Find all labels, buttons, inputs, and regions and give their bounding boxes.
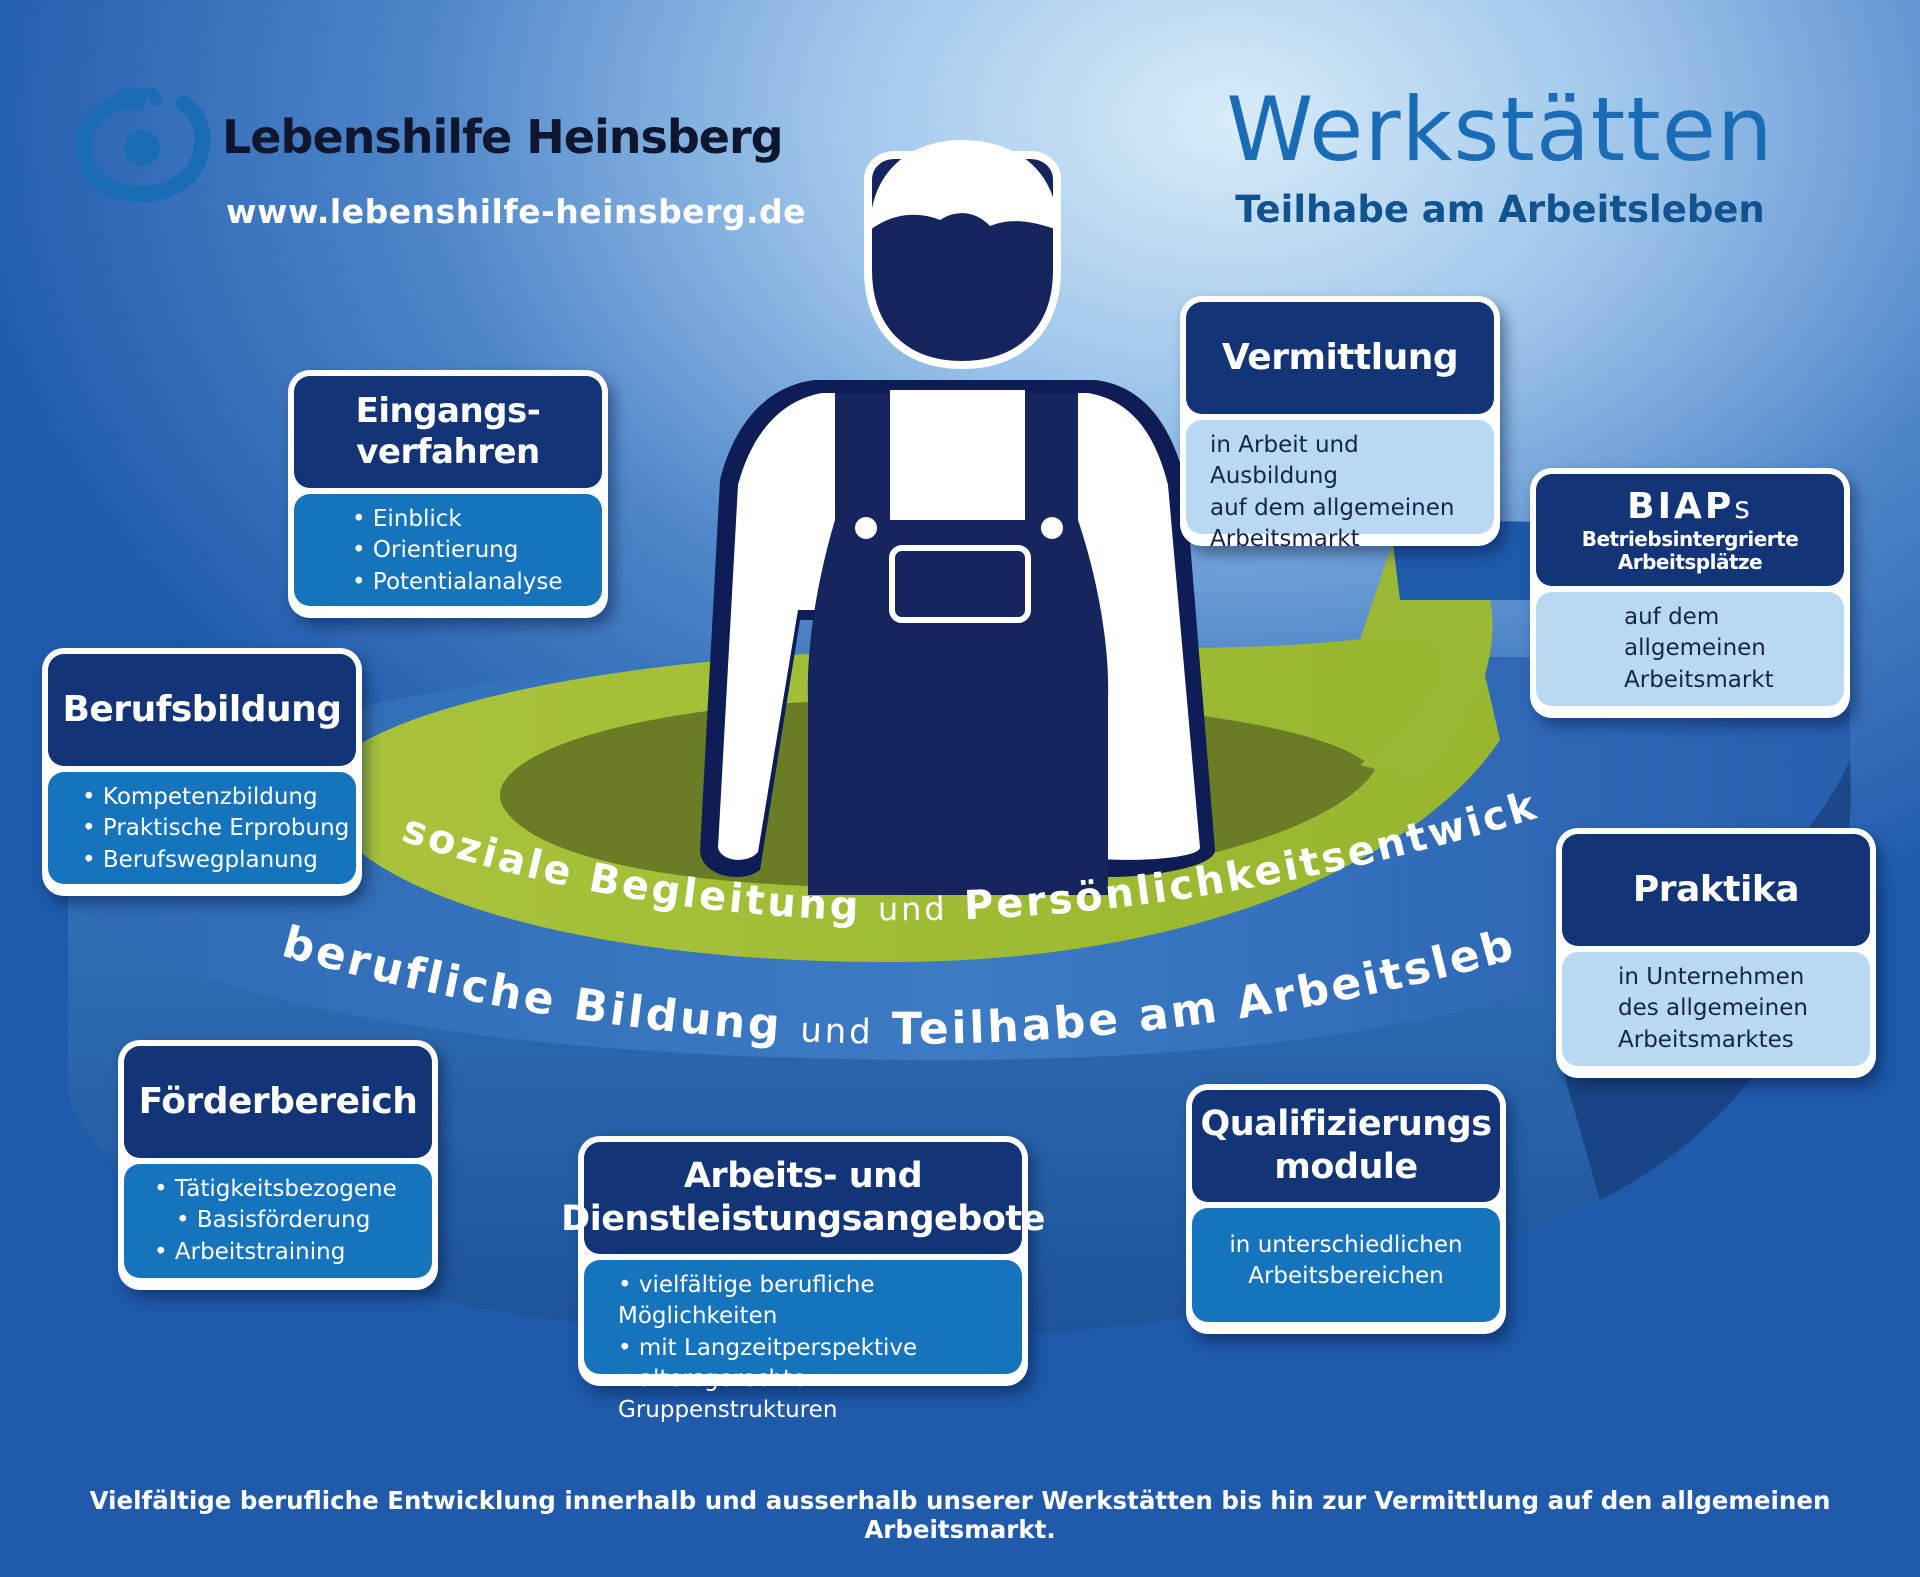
card-title-line: Arbeits- und — [683, 1156, 923, 1197]
card-praktika: Praktika in Unternehmen des allgemeinen … — [1556, 828, 1876, 1078]
page-subtitle: Teilhabe am Arbeitsleben — [1235, 188, 1765, 231]
card-title-line: module — [1274, 1147, 1418, 1187]
card-biaps: BIAPs Betriebsintergrierte Arbeitsplätze… — [1530, 468, 1850, 718]
card-text-line: in unterschiedlichen — [1229, 1232, 1463, 1258]
list-item: vielfältige berufliche Möglichkeiten — [618, 1270, 1022, 1333]
card-text-line: des allgemeinen — [1618, 995, 1808, 1022]
lebenshilfe-logo-icon — [76, 88, 211, 203]
card-body: in unterschiedlichen Arbeitsbereichen — [1192, 1208, 1500, 1322]
list-item: Basisförderung — [154, 1205, 432, 1236]
card-title: Förderbereich — [124, 1046, 432, 1158]
footer-text: Vielfältige berufliche Entwicklung inner… — [89, 1486, 1831, 1544]
card-text-line: in Arbeit und Ausbildung — [1210, 432, 1359, 490]
card-text-line: in Unternehmen — [1618, 964, 1805, 990]
card-title: Vermittlung — [1186, 302, 1494, 414]
card-arbeitsangebote: Arbeits- und Dienstleistungsangebote vie… — [561, 1136, 1045, 1423]
card-text-line: Arbeitsmarkt — [1210, 525, 1360, 552]
card-body: in Unternehmen des allgemeinen Arbeitsma… — [1562, 952, 1870, 1066]
card-foerderbereich: Förderbereich Tätigkeitsbezogene Basisfö… — [118, 1040, 438, 1290]
list-item: Potentialanalyse — [352, 567, 602, 598]
list-item: Kompetenzbildung — [82, 782, 356, 813]
card-title: Eingangs- verfahren — [294, 376, 602, 488]
card-body: Einblick Orientierung Potentialanalyse — [294, 494, 602, 606]
card-body: auf dem allgemeinen Arbeitsmarkt — [1536, 592, 1844, 706]
list-item: Tätigkeitsbezogene — [154, 1174, 432, 1205]
card-title: Praktika — [1562, 834, 1870, 946]
card-title-line: Eingangs- — [355, 390, 541, 431]
card-text-line: Arbeitsmarkt — [1624, 666, 1774, 693]
list-item: mit Langzeitperspektive — [618, 1333, 1022, 1364]
card-body: Tätigkeitsbezogene Basisförderung Arbeit… — [124, 1164, 432, 1278]
card-text-line: Arbeitsbereichen — [1248, 1263, 1444, 1290]
card-qualifizierung: Qualifizierungs module in unterschiedlic… — [1186, 1084, 1506, 1334]
list-item-continuation: Basisförderung — [196, 1207, 371, 1234]
list-item: Praktische Erprobung — [82, 813, 356, 844]
card-subtitle-line: Betriebsintergrierte — [1581, 526, 1799, 551]
card-text-line: Arbeitsmarktes — [1618, 1026, 1794, 1053]
card-text-line: allgemeinen — [1624, 635, 1766, 662]
list-item: Berufswegplanung — [82, 845, 356, 876]
card-title: Arbeits- und Dienstleistungsangebote — [561, 1142, 1045, 1254]
brand-url[interactable]: www.lebenshilfe-heinsberg.de — [226, 192, 807, 231]
card-title: BIAPs Betriebsintergrierte Arbeitsplätze — [1536, 474, 1844, 586]
card-title: Qualifizierungs module — [1192, 1090, 1500, 1202]
card-title-line: Qualifizierungs — [1200, 1104, 1492, 1145]
card-text-line: auf dem allgemeinen — [1210, 494, 1455, 521]
brand-name: Lebenshilfe Heinsberg — [222, 110, 784, 164]
biaps-title-main: BIAP — [1627, 486, 1735, 528]
card-body: Kompetenzbildung Praktische Erprobung Be… — [48, 772, 356, 884]
biaps-title: BIAPs — [1627, 486, 1753, 527]
list-item: Einblick — [352, 504, 602, 535]
list-item: Arbeitstraining — [154, 1237, 432, 1268]
card-text-line: auf dem — [1624, 604, 1720, 630]
card-body: vielfältige berufliche Möglichkeiten mit… — [584, 1260, 1022, 1423]
list-item: altersgerechte Gruppenstrukturen — [618, 1364, 1022, 1427]
page-title: Werkstätten — [1226, 78, 1774, 181]
card-body: in Arbeit und Ausbildung auf dem allgeme… — [1186, 420, 1494, 552]
card-title: Berufsbildung — [48, 654, 356, 766]
card-title-line: Dienstleistungsangebote — [561, 1199, 1045, 1239]
card-title-line: verfahren — [356, 432, 540, 472]
card-vermittlung: Vermittlung in Arbeit und Ausbildung auf… — [1180, 296, 1500, 552]
card-subtitle-line: Arbeitsplätze — [1617, 549, 1763, 574]
list-item: Orientierung — [352, 535, 602, 566]
card-berufsbildung: Berufsbildung Kompetenzbildung Praktisch… — [42, 648, 362, 896]
biaps-title-suffix: s — [1734, 491, 1753, 527]
worker-in-overalls-icon — [700, 140, 1215, 895]
card-eingangsverfahren: Eingangs- verfahren Einblick Orientierun… — [288, 370, 608, 618]
